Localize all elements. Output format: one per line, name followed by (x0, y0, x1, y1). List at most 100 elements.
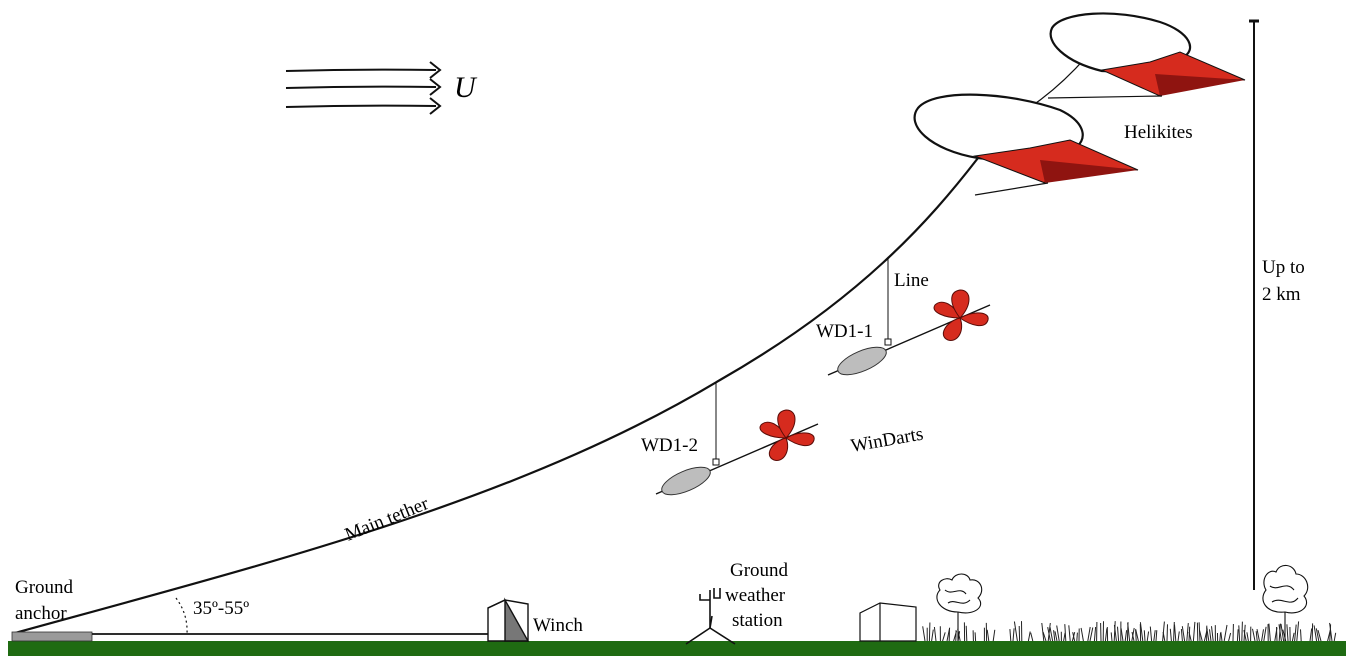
grass-blade (1081, 628, 1083, 641)
winch-label: Winch (533, 615, 583, 636)
station-tripod (686, 616, 735, 644)
grass-blade (1147, 632, 1148, 642)
grass-blade (1295, 625, 1297, 641)
grass-blade (1094, 627, 1095, 641)
wd1-2-label: WD1-2 (641, 435, 698, 456)
grass-blade (1221, 632, 1222, 641)
grass-blade (1229, 633, 1231, 641)
building-front (860, 603, 916, 641)
grass-blade (1069, 625, 1070, 641)
grass-blade (1105, 628, 1107, 641)
grass-blade (1212, 626, 1214, 641)
angle-label: 35º-55º (193, 598, 249, 619)
grass-blade (1237, 629, 1238, 641)
winch (488, 600, 528, 641)
grass-blade (993, 630, 995, 641)
line-label: Line (894, 270, 929, 291)
grass-blade (1077, 633, 1078, 641)
grass-blade (1310, 628, 1312, 641)
grass-blade (1090, 628, 1093, 642)
grass-blade (1334, 633, 1336, 641)
ground-strip (8, 641, 1346, 656)
grass-blade (934, 627, 936, 641)
station-label-line1: Ground (730, 560, 789, 581)
grass-blade (1031, 633, 1033, 641)
grass-blade (1175, 625, 1176, 642)
helikite-lower (915, 95, 1138, 195)
grass-blade (1065, 624, 1066, 641)
grass-blade (1269, 624, 1271, 641)
grass-blade (1057, 626, 1060, 642)
grass-blade (1297, 621, 1299, 641)
grass-blade (1125, 630, 1126, 641)
tree-right-scribble (1270, 586, 1298, 602)
grass-blade (1301, 629, 1302, 641)
grass-blade (1156, 630, 1157, 641)
grass-blade (1088, 627, 1090, 641)
wind-symbol: U (454, 71, 478, 104)
grass-blade (1242, 622, 1243, 641)
ground-anchor-label-line2: anchor (15, 603, 67, 624)
grass-blade (1187, 623, 1189, 641)
grass-blade (1028, 632, 1030, 642)
grass-blade (1181, 629, 1182, 641)
grass-blade (966, 626, 967, 641)
grass-hatching (923, 621, 1336, 641)
grass-blade (1118, 627, 1119, 641)
grass-blade (1262, 629, 1264, 641)
building (860, 603, 916, 641)
helikites-label: Helikites (1124, 122, 1193, 143)
wd1-1-body (834, 342, 890, 381)
grass-blade (923, 626, 925, 641)
grass-blade (975, 632, 976, 641)
grass-blade (1010, 629, 1011, 641)
wd1-2-fins (760, 410, 814, 460)
station-label-line3: station (732, 610, 783, 631)
height-label-line1: Up to (1262, 257, 1305, 278)
ground-anchor-label-line1: Ground (15, 577, 74, 598)
grass-blade (1014, 622, 1017, 642)
station-label-line2: weather (725, 585, 786, 606)
wd1-1-fins (934, 290, 988, 340)
grass-blade (929, 623, 930, 642)
grass-blade (1013, 628, 1014, 641)
wind-arrows (286, 62, 440, 114)
grass-blade (1292, 633, 1294, 641)
grass-blade (1178, 631, 1179, 641)
grass-blade (1253, 629, 1256, 641)
grass-blade (1277, 627, 1278, 641)
angle-arc (176, 598, 187, 634)
grass-blade (1220, 633, 1221, 641)
wind-arrow-2 (286, 87, 436, 88)
grass-blade (1239, 625, 1240, 641)
main-tether (15, 158, 978, 633)
grass-blade (1193, 622, 1195, 641)
grass-blade (1210, 629, 1212, 641)
grass-blade (1055, 631, 1057, 641)
grass-blade (1264, 627, 1266, 641)
grass-blade (1121, 628, 1123, 641)
tree-left (937, 574, 982, 641)
grass-blade (1247, 632, 1249, 641)
grass-blade (932, 630, 934, 641)
helikite-upper-bridle (1048, 96, 1162, 98)
helikite-upper (1048, 13, 1245, 98)
ground-anchor (12, 632, 92, 641)
windarts-label: WinDarts (849, 424, 925, 457)
grass-blade (1287, 624, 1288, 641)
helikite-lower-bridle (975, 183, 1048, 195)
wd1-1-attach-point (885, 339, 891, 345)
grass-blade (1167, 624, 1168, 641)
height-label-line2: 2 km (1262, 284, 1301, 305)
grass-blade (1144, 630, 1145, 641)
grass-blade (1111, 632, 1112, 641)
wd1-2-body (658, 462, 714, 501)
grass-blade (1314, 625, 1317, 641)
grass-blade (1150, 627, 1151, 641)
tree-right-crown (1263, 565, 1308, 612)
grass-blade (943, 632, 946, 641)
wd1-1-label: WD1-1 (816, 321, 873, 342)
wd1-2-attach-point (713, 459, 719, 465)
